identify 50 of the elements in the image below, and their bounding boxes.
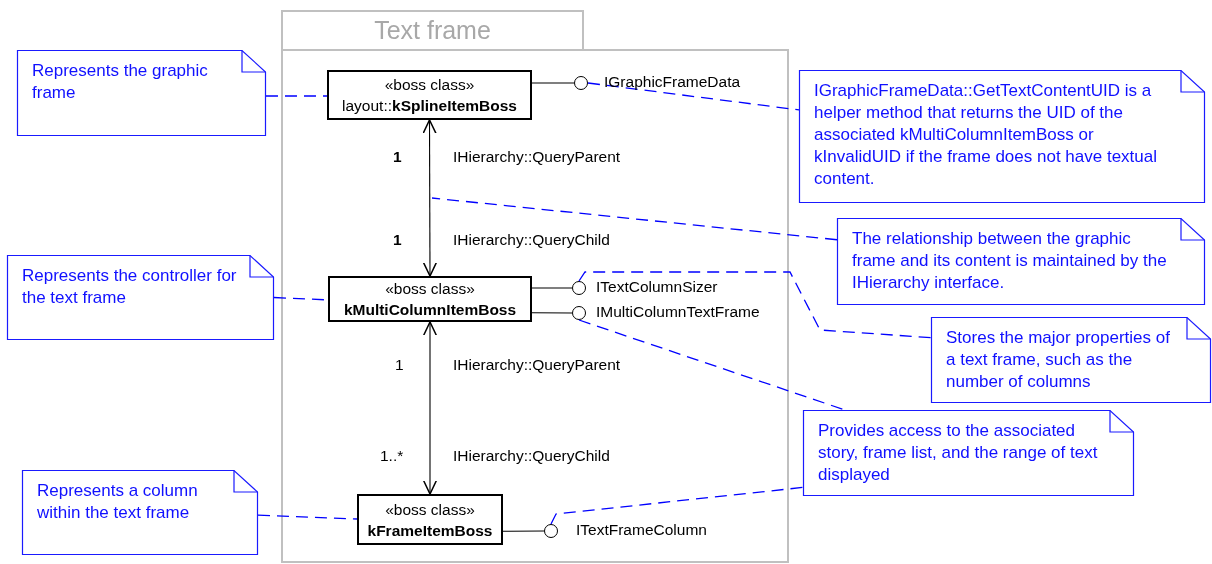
- connector-line: [531, 312, 573, 314]
- class-name: kFrameItemBoss: [367, 520, 493, 541]
- note-box: [931, 317, 1211, 403]
- multiplicity-label: 1: [393, 230, 402, 249]
- note-connector: [431, 197, 838, 241]
- role-label: IHierarchy::QueryParent: [453, 147, 621, 166]
- note-text: Stores the major properties of a text frame, such as the number of columns: [946, 327, 1171, 393]
- association-arrow: [422, 321, 438, 495]
- note-connector: [257, 514, 358, 520]
- stereotype-text: «boss class»: [384, 75, 475, 95]
- note-connector: [578, 271, 932, 339]
- multiplicity-label: 1: [395, 355, 404, 374]
- multiplicity-label: 1: [393, 147, 402, 166]
- interface-name: IGraphicFrameData: [604, 72, 741, 91]
- class-name: kMultiColumnItemBoss: [343, 300, 517, 320]
- stereotype-text: «boss class»: [385, 499, 475, 520]
- note-connector: [550, 486, 804, 525]
- note-connector: [265, 95, 328, 97]
- note-text: Represents the controller for the text frame: [22, 265, 238, 309]
- interface-name: ITextFrameColumn: [576, 520, 707, 539]
- note-box: [799, 70, 1205, 203]
- role-label: IHierarchy::QueryChild: [453, 230, 610, 249]
- note-connector: [578, 319, 846, 411]
- note-text: IGraphicFrameData::GetTextContentUID is a helper method that returns the UID of the associated kMultiColumnItemBoss or kInvalidUID if the frame does not have textual content.: [814, 80, 1158, 190]
- note-box: [803, 410, 1134, 496]
- note-text: The relationship between the graphic frame and its content is maintained by the IHierarchy interface.: [852, 228, 1168, 294]
- note-box: [837, 218, 1205, 305]
- multiplicity-label: 1..*: [380, 446, 404, 465]
- stereotype-text: «boss class»: [385, 279, 475, 299]
- interface-name: IMultiColumnTextFrame: [596, 302, 760, 321]
- package-title: Text frame: [374, 14, 491, 46]
- note-box: [17, 50, 266, 136]
- note-connector: [587, 82, 800, 111]
- connector-line: [531, 287, 573, 289]
- class-box: [357, 494, 503, 545]
- note-text: Provides access to the associated story, frame list, and the range of text displayed: [818, 420, 1098, 486]
- interface-name: ITextColumnSizer: [596, 277, 718, 296]
- package-frame: [281, 10, 789, 563]
- class-box: [328, 276, 532, 322]
- role-label: IHierarchy::QueryParent: [453, 355, 621, 374]
- class-name: layout::kSplineItemBoss: [342, 96, 517, 116]
- note-box: [22, 470, 258, 555]
- note-text: Represents the graphic frame: [32, 60, 209, 104]
- note-box: [7, 255, 274, 340]
- connector-line: [502, 530, 545, 532]
- association-arrow: [422, 119, 438, 277]
- class-box: [327, 70, 532, 120]
- connector-line: [531, 82, 575, 84]
- role-label: IHierarchy::QueryChild: [453, 446, 610, 465]
- note-text: Represents a column within the text frame: [37, 480, 199, 524]
